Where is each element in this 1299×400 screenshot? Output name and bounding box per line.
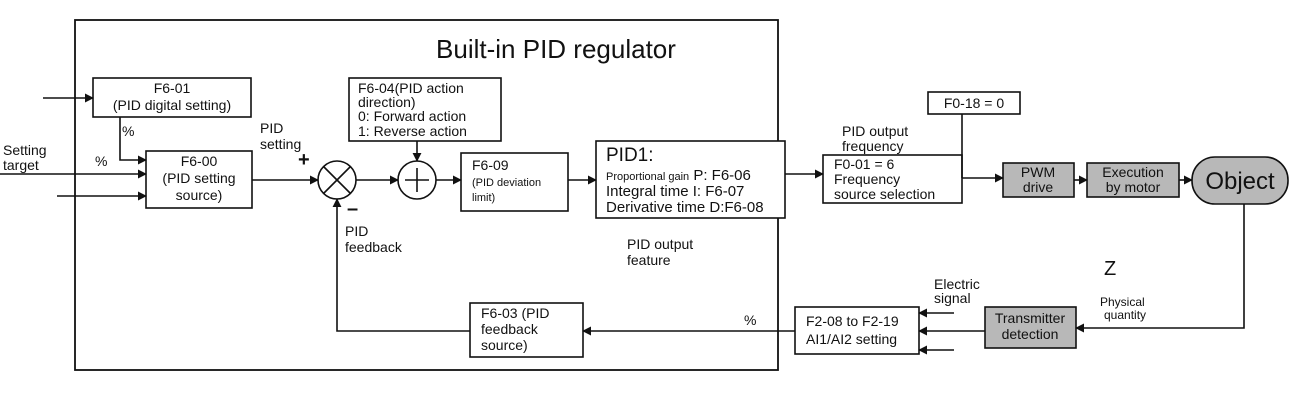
electric-signal-label: signal [934,290,971,306]
f6-09-label: (PID deviation [472,177,541,189]
f6-09-label: F6-09 [472,157,509,173]
setting-target-label: target [3,157,39,173]
f2-08-label: F2-08 to F2-19 [806,313,899,329]
pid-feedback-label: feedback [345,239,403,255]
plus-sign: + [298,149,310,171]
pid-setting-label: setting [260,136,301,152]
f6-03-block [469,302,584,358]
f0-18-label: F0-18 = 0 [944,95,1005,111]
electric-signal-label: Electric [934,276,980,292]
pid-output-feature-label: PID output [627,236,693,252]
z-label: Z [1104,258,1116,280]
f2-08-label: AI1/AI2 setting [806,331,897,347]
digital-to-source-arrow [119,117,147,165]
pid-feedback-label: PID [345,223,368,239]
f6-00-block [145,150,253,209]
transmitter-label: detection [1002,326,1059,342]
diagram-title: Built-in PID regulator [436,34,676,64]
f6-04-block [348,77,502,142]
f6-04-label: F6-04(PID action [358,80,464,96]
object-to-transmitter-arrow [1075,204,1245,333]
f6-04-label: 1: Reverse action [358,123,467,139]
percent-feedback-label: % [744,312,756,328]
f6-01-label: (PID digital setting) [113,97,231,113]
f6-00-label: F6-00 [181,153,218,169]
pid1-gain-value: P: F6-06 [689,167,751,184]
percent-input-label: % [95,153,107,169]
pid1-integral: Integral time I: F6-07 [606,183,744,200]
feedback-to-junction-arrow [332,198,470,332]
f6-03-label: feedback [481,321,539,337]
pid-output-frequency-label: PID output [842,123,908,139]
transmitter-label: Transmitter [995,310,1066,326]
pid-setting-label: PID [260,120,283,136]
f6-01-block [92,77,252,118]
f6-09-label: limit) [472,192,495,204]
f0-18-block [927,91,1021,115]
f0-01-block [822,154,963,204]
f6-09-block [460,152,569,212]
f6-04-label: direction) [358,94,416,110]
minus-sign: – [347,198,358,220]
f6-03-label: F6-03 (PID [481,305,549,321]
f0-01-label: F0-01 = 6 [834,156,895,172]
pid1-derivative: Derivative time D:F6-08 [606,199,764,216]
setting-target-label: Setting [3,142,47,158]
pwm-drive-label: drive [1023,179,1054,195]
pid1-gain-prefix: Proportional gain [606,171,689,183]
pid-output-frequency-label: frequency [842,138,903,154]
f6-04-label: 0: Forward action [358,108,466,124]
pwm-drive-block [1002,162,1075,198]
object-label: Object [1205,168,1275,195]
summing-junction-cross [323,166,351,194]
f6-01-label: F6-01 [154,80,191,96]
execution-label: by motor [1106,179,1161,195]
pwm-drive-label: PWM [1021,164,1055,180]
pid1-block [595,140,786,219]
physical-quantity-label: Physical [1100,295,1145,309]
f6-00-label: (PID setting [162,170,235,186]
f0-01-label: Frequency [834,171,900,187]
f0-01-label: source selection [834,186,935,202]
pid1-proportional: Proportional gain P: F6-06 [606,167,751,184]
execution-label: Execution [1102,164,1163,180]
pid1-heading: PID1: [606,145,654,166]
physical-quantity-label: quantity [1104,308,1146,322]
f6-00-label: source) [176,187,223,203]
pid-output-feature-label: feature [627,252,671,268]
percent-digital-label: % [122,123,134,139]
f6-03-label: source) [481,337,528,353]
